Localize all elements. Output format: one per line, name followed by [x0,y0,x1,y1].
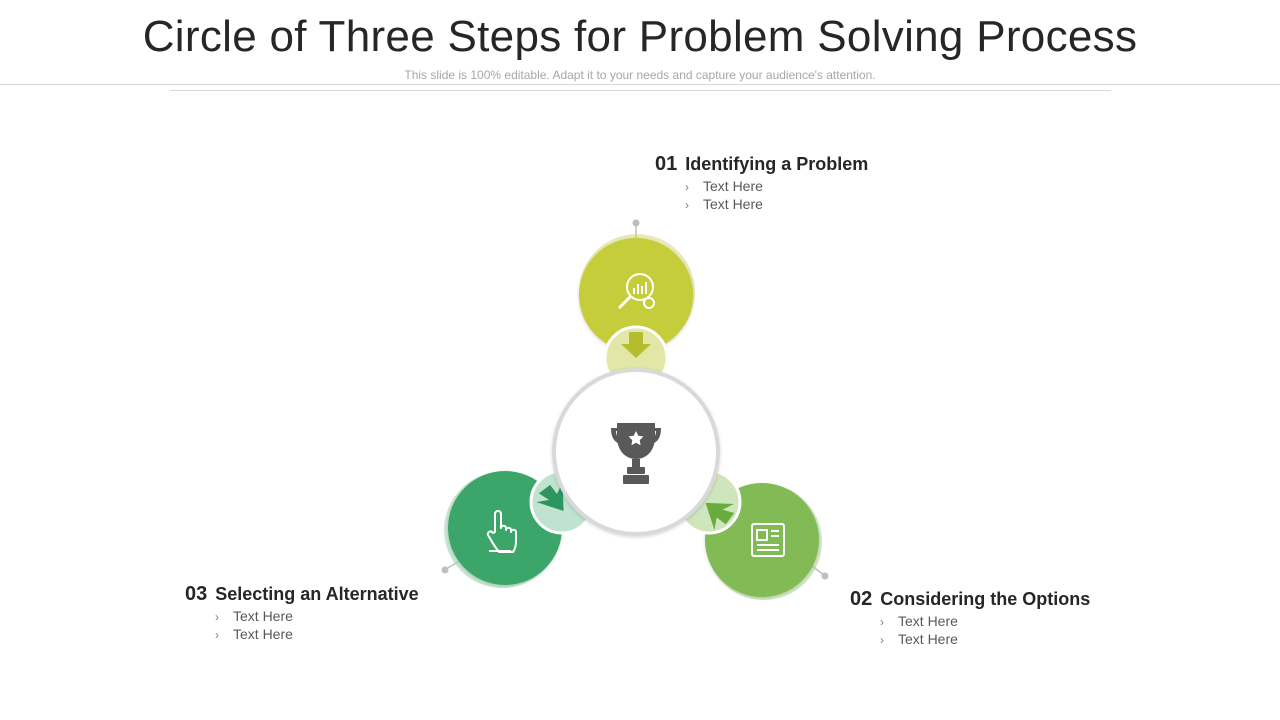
slide-title: Circle of Three Steps for Problem Solvin… [142,12,1138,61]
step-2-number: 02 [850,588,873,610]
step-1-title: Identifying a Problem [685,154,869,174]
step-3-bullets: ›Text Here ›Text Here [185,608,419,644]
step-3-label: 03 Selecting an Alternative ›Text Here ›… [185,583,419,644]
title-divider [0,84,1280,85]
step-1-bullets: ›Text Here ›Text Here [655,178,868,214]
list-item: ›Text Here [215,626,293,642]
list-item: ›Text Here [685,178,763,194]
list-item: ›Text Here [215,608,293,624]
list-item: ›Text Here [685,196,763,212]
step-3-title: Selecting an Alternative [215,584,419,604]
list-item: ›Text Here [880,631,958,647]
step-2-bullets: ›Text Here ›Text Here [850,613,1090,649]
list-item: ›Text Here [880,613,958,629]
hand-pointer-icon [486,510,517,553]
step-1-number: 01 [655,153,678,175]
step-3-number: 03 [185,583,208,605]
step-1-label: 01 Identifying a Problem ›Text Here ›Tex… [655,153,868,214]
slide-subtitle: This slide is 100% editable. Adapt it to… [404,68,876,82]
magnifier-chart-icon [617,273,655,310]
step-2-title: Considering the Options [880,589,1091,609]
step-2-label: 02 Considering the Options ›Text Here ›T… [850,588,1090,649]
subtitle-divider [170,90,1111,91]
newspaper-icon [751,523,785,557]
trophy-icon [611,423,661,484]
